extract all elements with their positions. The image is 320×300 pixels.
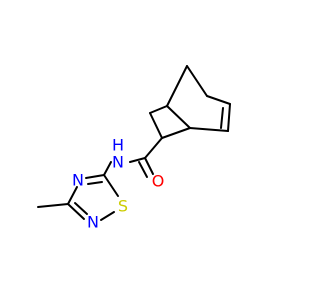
molecule-structure: N H O N N S: [37, 65, 231, 232]
atom-ring-sulfur-label: S: [118, 197, 128, 216]
bond-alkene-main: [227, 103, 231, 132]
bond-c3-n2-outer: [67, 203, 85, 220]
bond-c3-methyl: [37, 203, 69, 208]
bond-c5-n4-outer: [85, 174, 105, 179]
bond-ch2-top: [149, 105, 168, 114]
bond-ch-bridgehead-right: [161, 127, 191, 139]
bond-co-outer: [144, 157, 154, 175]
atom-amide-hydrogen-label: H: [112, 136, 124, 155]
bond-ch-carbonyl: [144, 137, 163, 159]
bond-c3-n2-inner: [74, 202, 88, 215]
bond-bridge-left: [166, 65, 188, 107]
atom-ring-nitrogen-lower-label: N: [87, 213, 99, 232]
bond-ch2-ch: [149, 112, 163, 139]
bond-n4-c3: [67, 186, 78, 205]
bond-co-inner: [138, 161, 148, 178]
bond-bridgehead-left-to-right: [166, 105, 191, 129]
bond-bridge-right: [186, 65, 208, 97]
bond-n2-s1: [100, 211, 115, 221]
bond-alkene-inner: [220, 107, 224, 129]
bond-carbonyl-nh: [129, 157, 146, 163]
atom-ring-nitrogen-upper-label: N: [72, 171, 84, 190]
bond-nh-thiadiazole: [103, 161, 112, 176]
bond-alkene-to-bridgehead: [189, 127, 229, 132]
bond-bridgehead-to-alkene-top: [206, 95, 231, 105]
bond-c5-n4-inner: [87, 181, 103, 185]
bond-c5-s1: [103, 174, 119, 197]
atom-carbonyl-oxygen-label: O: [152, 172, 165, 191]
atom-amide-nitrogen-label: N: [112, 153, 124, 172]
